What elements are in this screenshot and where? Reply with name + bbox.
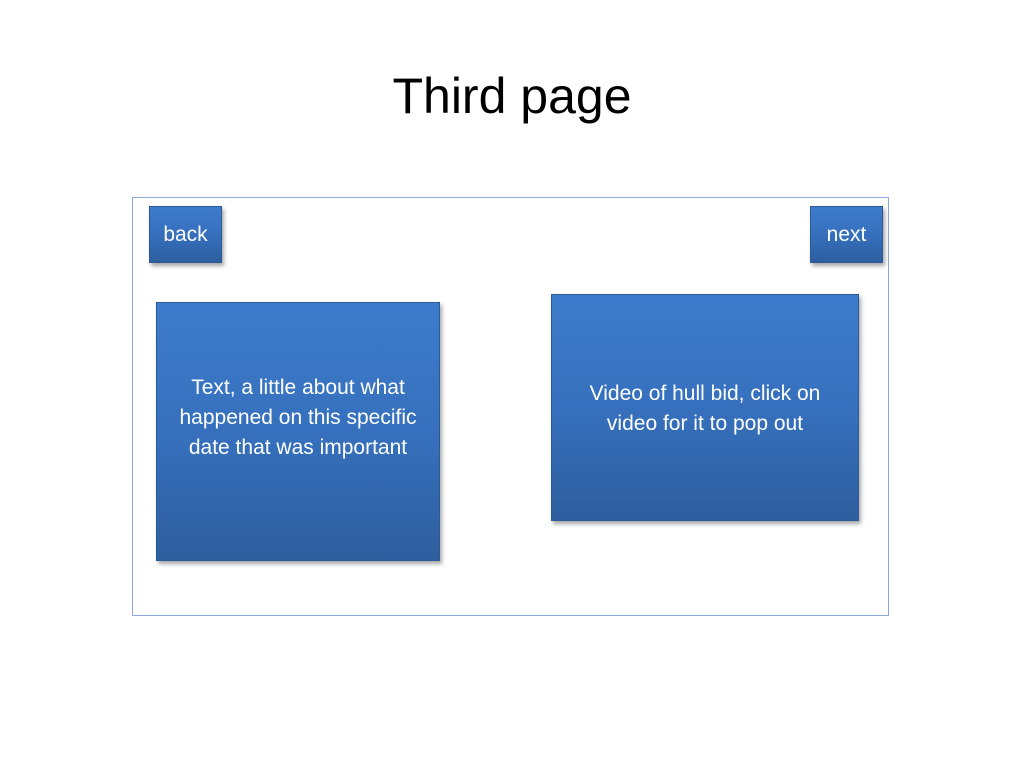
next-button-label: next [826,222,867,246]
page-title: Third page [392,68,632,124]
description-text: Text, a little about what happened on th… [179,376,417,459]
back-button[interactable]: back [149,206,222,263]
description-text-box: Text, a little about what happened on th… [156,302,440,561]
video-placeholder[interactable]: Video of hull bid, click on video for it… [551,294,859,521]
back-button-label: back [163,222,208,246]
next-button[interactable]: next [810,206,883,263]
video-placeholder-text: Video of hull bid, click on video for it… [589,382,821,435]
